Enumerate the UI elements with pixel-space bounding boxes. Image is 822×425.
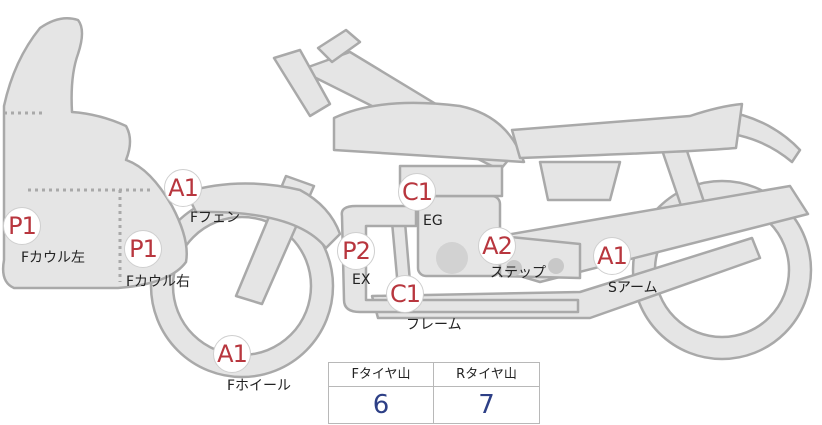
rear-tire-header: Rタイヤ山	[434, 363, 539, 387]
label-f-cowl-left: Fカウル左	[21, 250, 86, 266]
grade-badge-frame[interactable]: C1	[386, 275, 424, 313]
grade-badge-f-wheel[interactable]: A1	[213, 335, 251, 373]
frame-lower	[370, 236, 762, 320]
label-f-cowl-right: Fカウル右	[126, 274, 191, 290]
handlebar	[316, 28, 362, 64]
grade-badge-f-fender[interactable]: A1	[164, 169, 202, 207]
front-tire-value: 6	[329, 387, 434, 423]
label-engine: EG	[423, 213, 443, 229]
step-peg-left	[506, 260, 522, 276]
label-step: ステップ	[490, 265, 546, 281]
front-tire-header: Fタイヤ山	[329, 363, 434, 387]
seat	[510, 102, 744, 160]
fuel-tank	[332, 101, 526, 164]
grade-badge-exhaust[interactable]: P2	[337, 232, 375, 270]
handlebar-bracket	[272, 48, 332, 118]
label-exhaust: EX	[352, 272, 371, 288]
label-frame: フレーム	[406, 317, 462, 333]
grade-badge-engine[interactable]: C1	[398, 173, 436, 211]
rear-wheel	[631, 179, 813, 361]
front-cowl	[1, 17, 188, 290]
grade-badge-step[interactable]: A2	[478, 227, 516, 265]
grade-badge-f-cowl-right[interactable]: P1	[124, 230, 162, 268]
rear-tire-value: 7	[478, 390, 495, 420]
engine-cover	[436, 242, 468, 274]
grade-badge-f-cowl-left[interactable]: P1	[3, 207, 41, 245]
label-f-fender: Fフェン	[190, 210, 241, 226]
label-f-wheel: Fホイール	[227, 378, 292, 394]
side-cover	[538, 160, 622, 202]
exhaust-pipe	[340, 204, 580, 314]
step-peg-right	[548, 258, 564, 274]
grade-badge-swing-arm[interactable]: A1	[593, 237, 631, 275]
front-fender	[184, 182, 342, 250]
label-swing-arm: Sアーム	[608, 280, 658, 296]
tire-tread-table: Fタイヤ山 Rタイヤ山 6 7	[328, 362, 540, 424]
